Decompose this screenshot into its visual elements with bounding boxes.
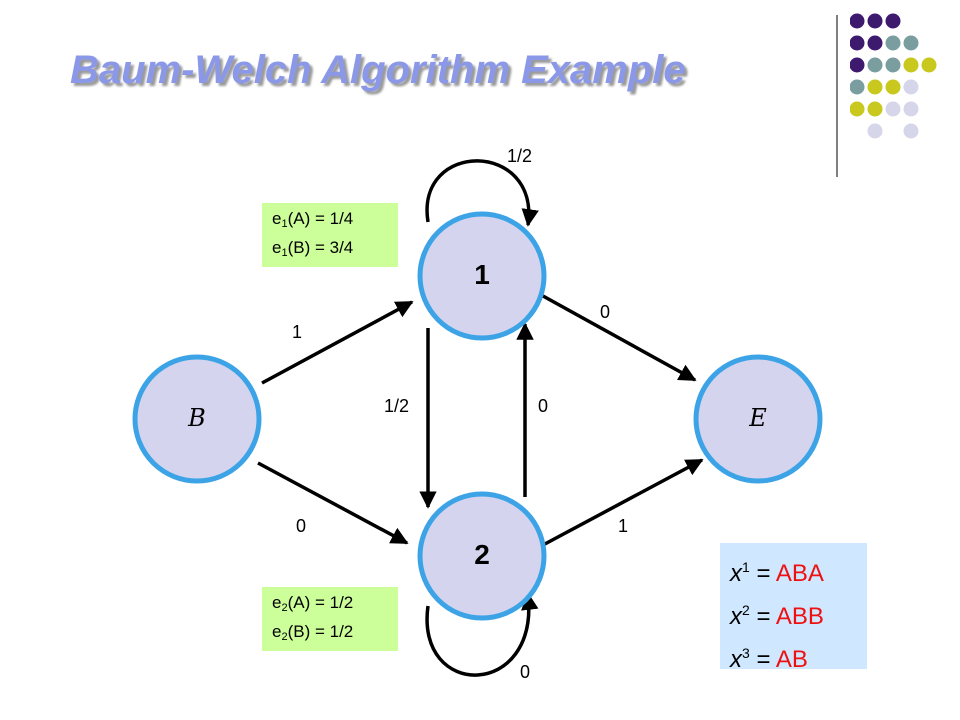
sequence-row: x3 = AB — [730, 645, 808, 673]
deco-dot — [867, 123, 883, 139]
edge-label-self-2: 0 — [520, 662, 531, 682]
emission-box-state-2: e2(A) = 1/2 e2(B) = 1/2 — [262, 587, 398, 651]
node-state-2-label: 2 — [474, 539, 490, 570]
node-end-label: E — [749, 404, 767, 432]
deco-dot — [903, 79, 919, 95]
deco-dot — [867, 101, 883, 117]
edge-label-1-to-end: 0 — [600, 302, 611, 322]
deco-dot — [867, 35, 883, 51]
edge-label-begin-to-1: 1 — [292, 322, 303, 342]
deco-dot — [903, 35, 919, 51]
deco-dot — [885, 79, 901, 95]
emission-1-b: e1(B) = 3/4 — [272, 238, 354, 259]
sequence-row: x1 = ABA — [730, 559, 824, 587]
emission-2-b: e2(B) = 1/2 — [272, 622, 354, 643]
emission-2-a: e2(A) = 1/2 — [272, 593, 354, 614]
node-begin — [132, 354, 262, 484]
node-begin-label: B — [188, 404, 206, 432]
deco-dot — [885, 101, 901, 117]
deco-dot — [850, 35, 865, 51]
deco-dot — [867, 57, 883, 73]
edge-1-to-end — [542, 294, 697, 382]
emission-1-a: e1(A) = 1/4 — [272, 209, 354, 230]
edge-2-to-end — [542, 458, 704, 547]
deco-dot — [850, 13, 865, 29]
training-sequences-box: x1 = ABA x2 = ABB x3 = AB — [720, 543, 867, 673]
decorative-dot-grid — [850, 13, 937, 139]
decorative-divider — [836, 15, 838, 177]
deco-dot — [903, 123, 919, 139]
edge-label-self-1: 1/2 — [507, 146, 533, 166]
deco-dot — [885, 57, 901, 73]
edge-self-loop-2 — [425, 592, 539, 677]
node-end — [693, 354, 823, 484]
deco-dot — [867, 79, 883, 95]
edge-label-2-to-1: 0 — [538, 396, 549, 416]
edge-self-loop-1 — [425, 159, 539, 227]
edge-label-begin-to-2: 0 — [296, 516, 307, 536]
deco-dot — [867, 13, 883, 29]
node-state-1 — [417, 211, 547, 341]
deco-dot — [850, 79, 865, 95]
deco-dot — [885, 13, 901, 29]
slide-title: Baum-Welch Algorithm Example — [70, 48, 686, 92]
deco-dot — [850, 57, 865, 73]
node-state-2 — [417, 491, 547, 621]
deco-dot — [885, 35, 901, 51]
edge-label-1-to-2: 1/2 — [384, 396, 410, 416]
edge-begin-to-2 — [257, 461, 409, 545]
deco-dot — [921, 57, 937, 73]
edge-begin-to-1 — [261, 300, 414, 385]
node-state-1-label: 1 — [474, 259, 490, 290]
deco-dot — [903, 101, 919, 117]
edge-label-2-to-end: 1 — [618, 516, 629, 536]
emission-box-state-1: e1(A) = 1/4 e1(B) = 3/4 — [262, 203, 398, 267]
deco-dot — [903, 57, 919, 73]
sequence-row: x2 = ABB — [730, 602, 824, 630]
deco-dot — [850, 101, 865, 117]
